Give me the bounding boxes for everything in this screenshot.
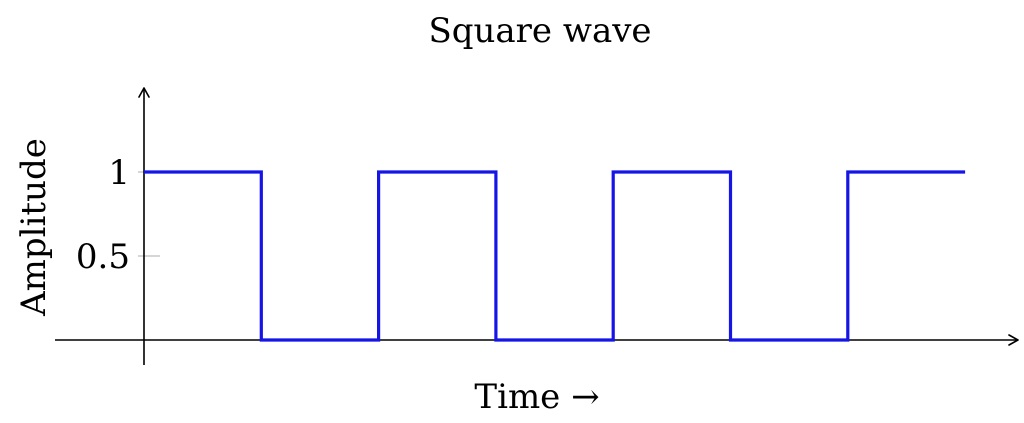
square-wave-line bbox=[144, 170, 966, 342]
y-ticks: 0.51 bbox=[76, 153, 160, 277]
chart-title: Square wave bbox=[428, 11, 651, 51]
y-tick-label: 1 bbox=[108, 153, 130, 193]
y-axis-label: Amplitude bbox=[14, 138, 54, 317]
y-tick-label: 0.5 bbox=[76, 237, 130, 277]
x-axis-label: Time → bbox=[474, 377, 599, 417]
